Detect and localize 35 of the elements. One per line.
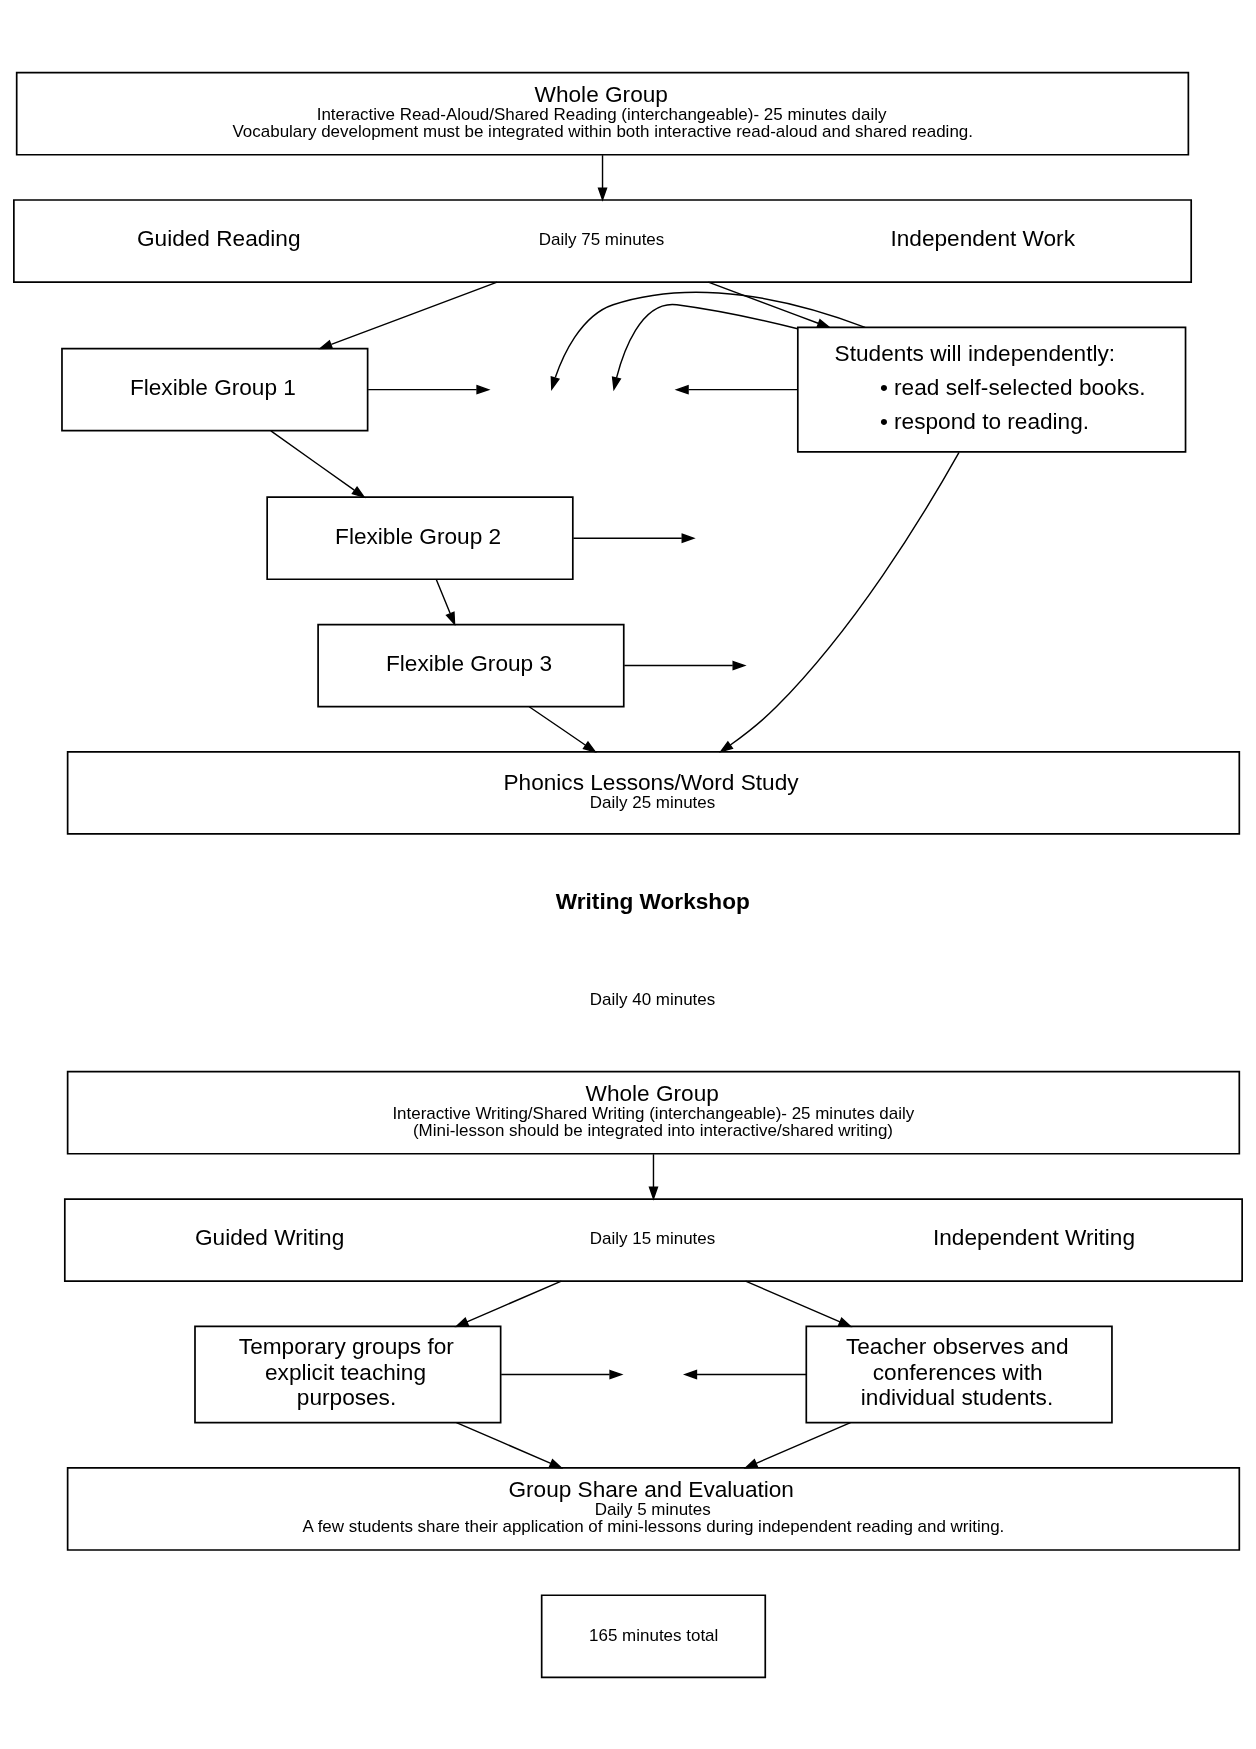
node-box: Flexible Group 2	[266, 495, 574, 580]
arrow	[318, 280, 498, 349]
arrow	[611, 303, 799, 391]
arrow	[550, 291, 866, 391]
node-box: Group Share and Evaluation Daily 5 minutes A few students share their application of mini-lessons during independent reading and writing.	[66, 1466, 1241, 1551]
arrow	[454, 1279, 563, 1327]
arrow	[500, 1369, 624, 1379]
arrow	[719, 451, 960, 753]
arrow	[674, 384, 798, 395]
arrow	[683, 1369, 807, 1379]
arrow	[707, 280, 832, 328]
label: Daily 40 minutes	[589, 989, 716, 1009]
arrow	[455, 1421, 564, 1469]
node-box: Phonics Lessons/Word Study Daily 25 minutes	[66, 750, 1241, 835]
arrow	[744, 1279, 853, 1327]
arrow	[572, 532, 696, 543]
arrow	[528, 705, 597, 753]
label: Writing Workshop	[555, 888, 750, 914]
arrow	[648, 1153, 659, 1201]
node-box: Temporary groups for explicit teaching purposes.	[194, 1325, 502, 1423]
node-box: Students will independently: • read self-selected books. • respond to reading.	[796, 326, 1187, 453]
arrow	[623, 660, 747, 671]
node-box: 165 minutes total	[540, 1593, 767, 1678]
arrow	[270, 429, 366, 498]
arrow	[435, 578, 456, 626]
node-box: Whole Group Interactive Writing/Shared Writing (interchangeable)- 25 minutes daily (Mini-lesson should be integrated into interactive/shared writing)	[66, 1070, 1241, 1155]
node-box: Flexible Group 3	[317, 623, 625, 707]
arrow	[743, 1421, 852, 1469]
node-box: Flexible Group 1	[61, 347, 369, 432]
node-box: Teacher observes and conferences with individual students.	[805, 1325, 1113, 1423]
node-box: Guided Writing Daily 15 minutes Independent Writing	[63, 1197, 1243, 1282]
arrow	[597, 154, 608, 202]
node-box: Guided Reading Daily 75 minutes Independent Work	[13, 198, 1193, 283]
arrow	[367, 384, 491, 395]
node-box: Whole Group Interactive Read-Aloud/Shared Reading (interchangeable)- 25 minutes daily Vocabulary development must be integrated within both interactive read-aloud and shared reading.	[15, 71, 1190, 156]
